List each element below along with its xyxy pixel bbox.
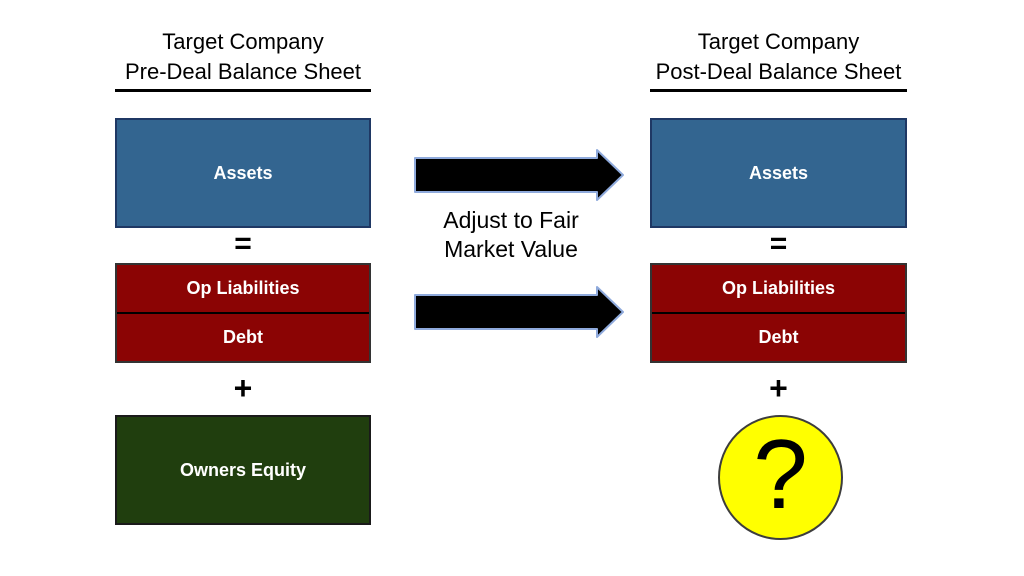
pre-owners-equity-label: Owners Equity xyxy=(179,459,307,480)
pre-deal-title: Target Company Pre-Deal Balance Sheet xyxy=(115,27,371,92)
pre-op-liabilities-label: Op Liabilities xyxy=(186,278,300,298)
pre-debt-label: Debt xyxy=(223,327,263,347)
pre-op-liabilities-row: Op Liabilities xyxy=(117,265,369,314)
post-op-liabilities-label: Op Liabilities xyxy=(721,278,836,298)
post-op-liabilities-row: Op Liabilities xyxy=(652,265,905,314)
post-liabilities-box: Op Liabilities Debt xyxy=(650,263,907,363)
post-deal-title-line1: Target Company xyxy=(697,29,860,54)
post-deal-title-line2: Post-Deal Balance Sheet xyxy=(655,59,902,84)
question-mark: ? xyxy=(753,418,808,529)
pre-owners-equity-box: Owners Equity xyxy=(115,415,371,525)
pre-equals-sign: = xyxy=(234,227,252,260)
pre-assets-label: Assets xyxy=(213,162,273,183)
post-equals-sign: = xyxy=(769,227,788,260)
adjust-caption-line2: Market Value xyxy=(444,236,578,262)
post-assets-box: Assets xyxy=(650,118,907,228)
pre-debt-row: Debt xyxy=(117,314,369,361)
unknown-equity-circle: ? xyxy=(718,415,843,540)
post-debt-label: Debt xyxy=(758,327,799,347)
adjust-caption-line1: Adjust to Fair xyxy=(443,207,579,233)
pre-deal-title-line1: Target Company xyxy=(162,29,324,54)
post-deal-title: Target Company Post-Deal Balance Sheet xyxy=(650,27,907,92)
pre-plus-sign: + xyxy=(233,370,253,406)
pre-assets-box: Assets xyxy=(115,118,371,228)
pre-deal-title-line2: Pre-Deal Balance Sheet xyxy=(124,59,362,84)
post-plus-sign: + xyxy=(769,370,788,406)
pre-liabilities-box: Op Liabilities Debt xyxy=(115,263,371,363)
bottom-arrow-shape xyxy=(414,286,624,338)
top-transform-arrow xyxy=(414,149,624,201)
adjust-caption: Adjust to Fair Market Value xyxy=(405,206,617,264)
top-arrow-shape xyxy=(414,149,624,201)
post-assets-label: Assets xyxy=(748,162,809,183)
bottom-transform-arrow xyxy=(414,286,624,338)
post-debt-row: Debt xyxy=(652,314,905,361)
